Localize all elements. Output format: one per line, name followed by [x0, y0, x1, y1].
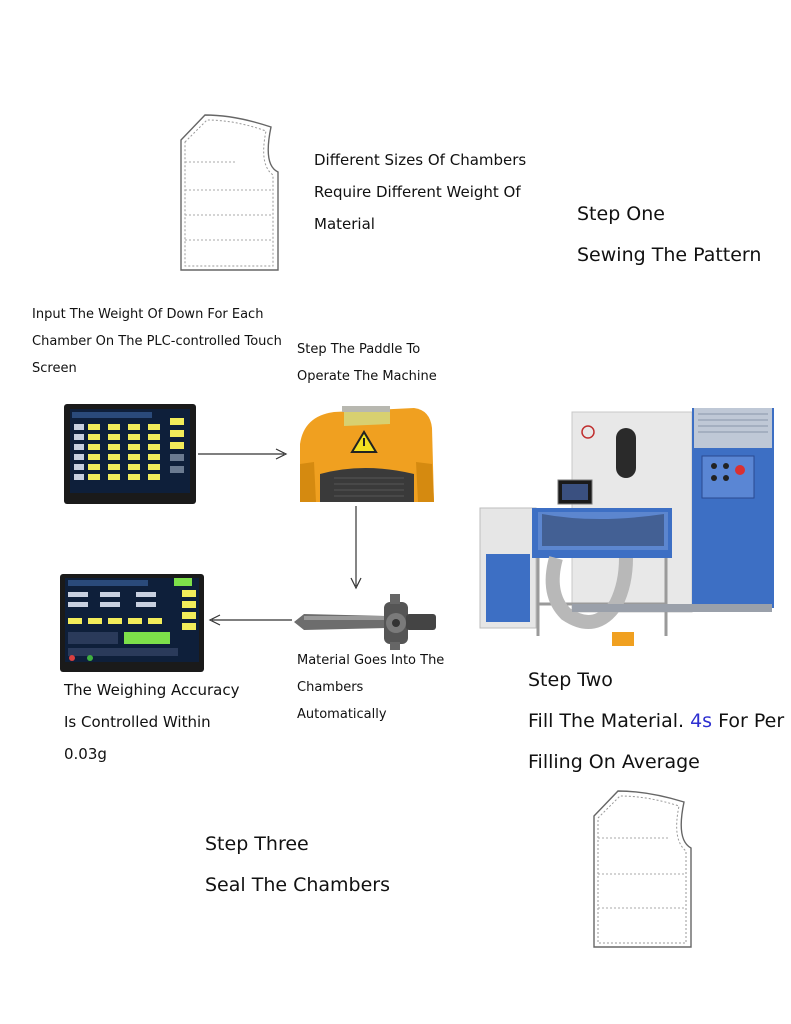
filling-nozzle-image: [294, 594, 436, 650]
step-two-line1: Fill The Material. 4s For Per: [528, 701, 784, 742]
garment-pattern-top-illustration: [180, 114, 279, 271]
step-three-title: Step Three: [205, 833, 309, 855]
arrow-right-icon: [198, 448, 288, 460]
weighing-result-screen-image: [60, 574, 204, 672]
step-one-block: Step One Sewing The Pattern: [577, 194, 761, 276]
input-note: Input The Weight Of Down For Each Chambe…: [32, 301, 282, 382]
chambers-note-line2: Require Different Weight Of: [314, 183, 521, 201]
arrow-left-icon: [208, 614, 292, 626]
step-two-block: Step Two Fill The Material. 4s For Per F…: [528, 660, 784, 783]
step-one-title: Step One: [577, 203, 665, 225]
input-note-line2: Chamber On The PLC-controlled Touch: [32, 334, 282, 349]
accuracy-note: The Weighing Accuracy Is Controlled With…: [64, 674, 240, 770]
step-two-line1-suffix: For Per: [712, 710, 785, 732]
material-note-line1: Material Goes Into The: [297, 653, 445, 668]
step-two-fill-time-highlight: 4s: [690, 710, 713, 732]
step-one-subtitle: Sewing The Pattern: [577, 244, 762, 266]
step-two-line1-prefix: Fill The Material.: [528, 710, 691, 732]
paddle-note: Step The Paddle To Operate The Machine: [297, 336, 437, 390]
input-note-line1: Input The Weight Of Down For Each: [32, 307, 264, 322]
step-three-subtitle: Seal The Chambers: [205, 874, 391, 896]
accuracy-note-line3: 0.03g: [64, 745, 107, 763]
material-note-line3: Automatically: [297, 707, 387, 722]
plc-touch-screen-image: [64, 404, 196, 504]
arrow-down-icon: [350, 506, 362, 590]
input-note-line3: Screen: [32, 361, 77, 376]
foot-pedal-image: [300, 406, 434, 502]
chambers-note-line3: Material: [314, 215, 375, 233]
step-two-title: Step Two: [528, 669, 613, 691]
paddle-note-line2: Operate The Machine: [297, 369, 437, 384]
chambers-note: Different Sizes Of Chambers Require Diff…: [314, 144, 526, 240]
accuracy-note-line1: The Weighing Accuracy: [64, 681, 240, 699]
accuracy-note-line2: Is Controlled Within: [64, 713, 211, 731]
material-note: Material Goes Into The Chambers Automati…: [297, 647, 444, 728]
filling-machine-image: [479, 408, 774, 646]
paddle-note-line1: Step The Paddle To: [297, 342, 421, 357]
step-two-line2: Filling On Average: [528, 751, 700, 773]
garment-pattern-bottom-illustration: [593, 790, 692, 948]
chambers-note-line1: Different Sizes Of Chambers: [314, 151, 527, 169]
material-note-line2: Chambers: [297, 680, 364, 695]
step-three-block: Step Three Seal The Chambers: [205, 824, 390, 906]
